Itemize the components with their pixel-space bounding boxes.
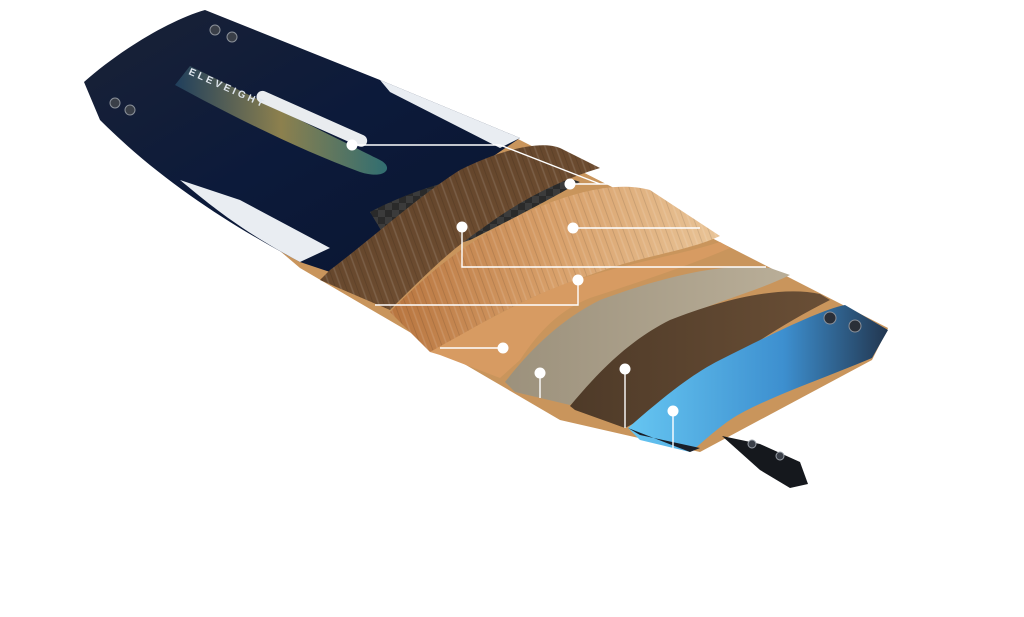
graphic-swoosh — [175, 66, 388, 175]
callout-dot-glass-layer[interactable] — [534, 367, 546, 379]
callout-dots — [346, 139, 679, 417]
callout-dot-carbon-layer[interactable] — [564, 178, 576, 190]
insert-icon — [109, 24, 238, 116]
top-sheet-white-panel — [180, 180, 330, 262]
callout-dot-bottom-glass[interactable] — [619, 363, 631, 375]
insert-icon — [823, 311, 862, 333]
callout-dot-wood-core-dark[interactable] — [456, 221, 468, 233]
fin-icon — [722, 436, 808, 488]
callout-lines — [352, 144, 766, 448]
callout-dot-top-sheet[interactable] — [346, 139, 358, 151]
callout-dot-wood-core-light[interactable] — [567, 222, 579, 234]
base-layer — [628, 305, 888, 452]
handle-plate — [256, 90, 368, 147]
callout-dot-sidewall[interactable] — [497, 342, 509, 354]
base-edge — [628, 428, 700, 452]
top-sheet-white-panel-right — [380, 80, 520, 148]
callout-dot-insert[interactable] — [572, 274, 584, 286]
bottom-glass-layer — [570, 291, 830, 428]
callout-dot-base[interactable] — [667, 405, 679, 417]
